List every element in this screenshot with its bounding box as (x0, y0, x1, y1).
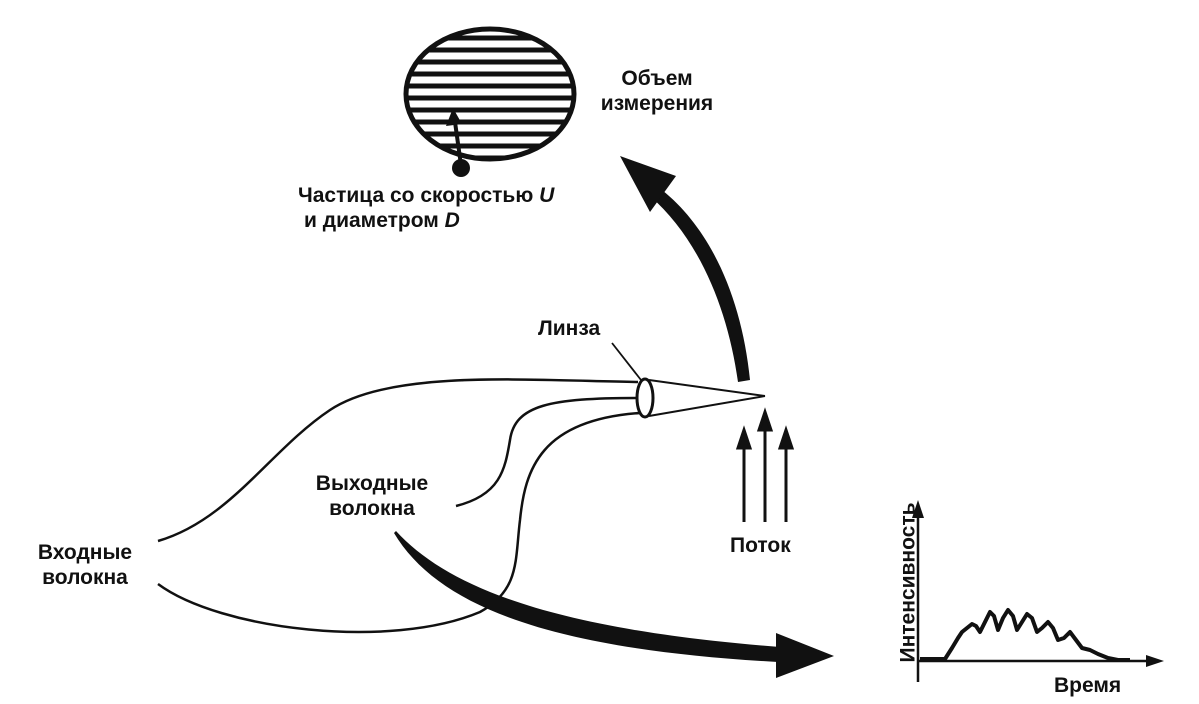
particle-label: Частица со скоростью U и диаметром D (298, 183, 554, 233)
measurement-volume-label: Объем измерения (598, 66, 716, 116)
lens-label: Линза (538, 317, 601, 340)
particle-label-line2: и диаметром D (298, 208, 554, 233)
particle (446, 108, 470, 177)
scattered-light-arrow (620, 156, 750, 382)
lens-leader-line (611, 342, 642, 381)
signal-graph (912, 500, 1164, 682)
measurement-volume-label-line2: измерения (600, 92, 714, 115)
fibers (157, 378, 641, 634)
particle-speed-text: Частица со скоростью (298, 184, 540, 207)
y-axis-arrowhead (912, 500, 924, 518)
input-fibers-label-line2: волокна (42, 566, 128, 589)
input-fiber-lower (157, 411, 641, 634)
lens (611, 342, 766, 419)
input-fibers-label: Входные волокна (30, 540, 140, 590)
particle-diameter-text: и диаметром (304, 209, 445, 232)
signal-y-axis-label: Интенсивность (896, 502, 920, 663)
input-fibers-label-line1: Входные (37, 541, 133, 564)
output-fibers-label-line1: Выходные (315, 472, 429, 495)
output-fibers-label: Выходные волокна (306, 471, 438, 521)
measurement-volume-label-line1: Объем (621, 67, 693, 90)
speed-variable: U (539, 184, 555, 207)
signal-output-arrow (394, 531, 834, 678)
x-axis-arrowhead (1146, 655, 1164, 667)
flow-label: Поток (730, 534, 791, 557)
output-fibers-label-line2: волокна (329, 497, 415, 520)
signal-x-axis-label: Время (1054, 674, 1122, 697)
output-fiber (455, 396, 639, 508)
measurement-volume (403, 26, 577, 162)
particle-label-line1: Частица со скоростью U (298, 183, 554, 208)
signal-trace (920, 608, 1130, 662)
flow-arrows (735, 407, 795, 522)
diameter-variable: D (444, 209, 460, 232)
input-fiber-upper (157, 378, 639, 543)
